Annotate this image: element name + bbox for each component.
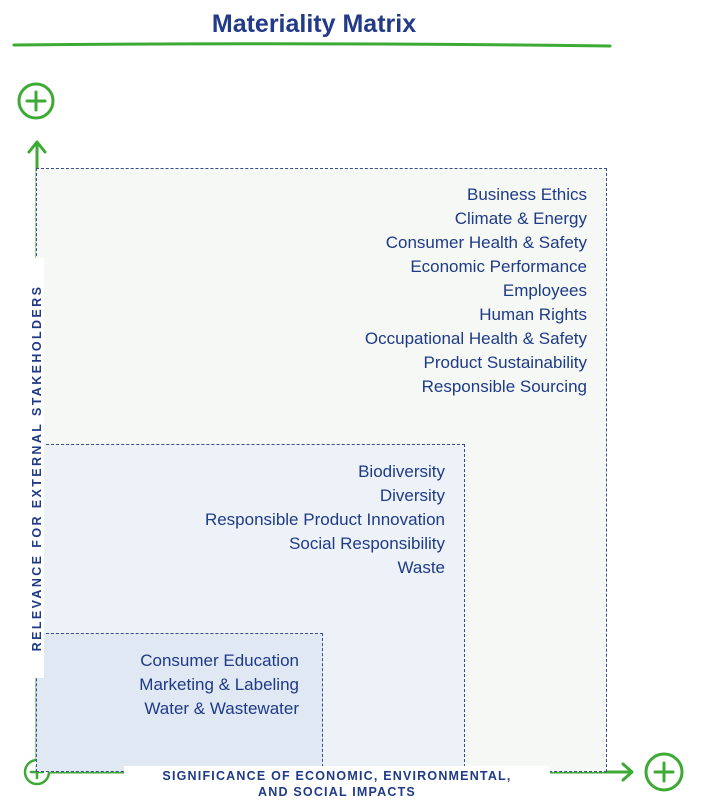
y-axis-label: RELEVANCE FOR EXTERNAL STAKEHOLDERS [30, 258, 44, 678]
plus-circle-icon [644, 752, 684, 792]
list-item: Consumer Health & Safety [385, 233, 587, 252]
x-axis-label-line-2: AND SOCIAL IMPACTS [258, 785, 416, 799]
list-item: Diversity [379, 486, 445, 505]
x-axis-label: SIGNIFICANCE OF ECONOMIC, ENVIRONMENTAL,… [124, 766, 550, 800]
matrix-title: Materiality Matrix [211, 10, 417, 38]
arrow-up-icon [27, 140, 47, 154]
tier-low-list: Consumer Education Marketing & Labeling … [139, 649, 299, 721]
list-item: Occupational Health & Safety [364, 329, 587, 348]
tier-medium-list: Biodiversity Diversity Responsible Produ… [205, 460, 445, 580]
list-item: Economic Performance [410, 257, 587, 276]
list-item: Climate & Energy [454, 209, 587, 228]
tier-low-box [36, 633, 323, 772]
list-item: Human Rights [479, 305, 587, 324]
list-item: Marketing & Labeling [139, 675, 299, 694]
list-item: Waste [397, 558, 445, 577]
list-item: Biodiversity [358, 462, 445, 481]
list-item: Responsible Product Innovation [204, 510, 445, 529]
list-item: Business Ethics [467, 185, 587, 204]
x-axis-label-line-1: SIGNIFICANCE OF ECONOMIC, ENVIRONMENTAL, [162, 769, 512, 783]
list-item: Consumer Education [140, 651, 299, 670]
tier-high-list: Business Ethics Climate & Energy Consume… [365, 183, 587, 399]
title-underline [12, 42, 612, 48]
list-item: Water & Wastewater [144, 699, 299, 718]
plus-circle-icon [17, 82, 55, 120]
arrow-right-icon [621, 762, 634, 782]
list-item: Employees [502, 281, 587, 300]
list-item: Product Sustainability [423, 353, 587, 372]
list-item: Social Responsibility [289, 534, 445, 553]
list-item: Responsible Sourcing [421, 377, 587, 396]
